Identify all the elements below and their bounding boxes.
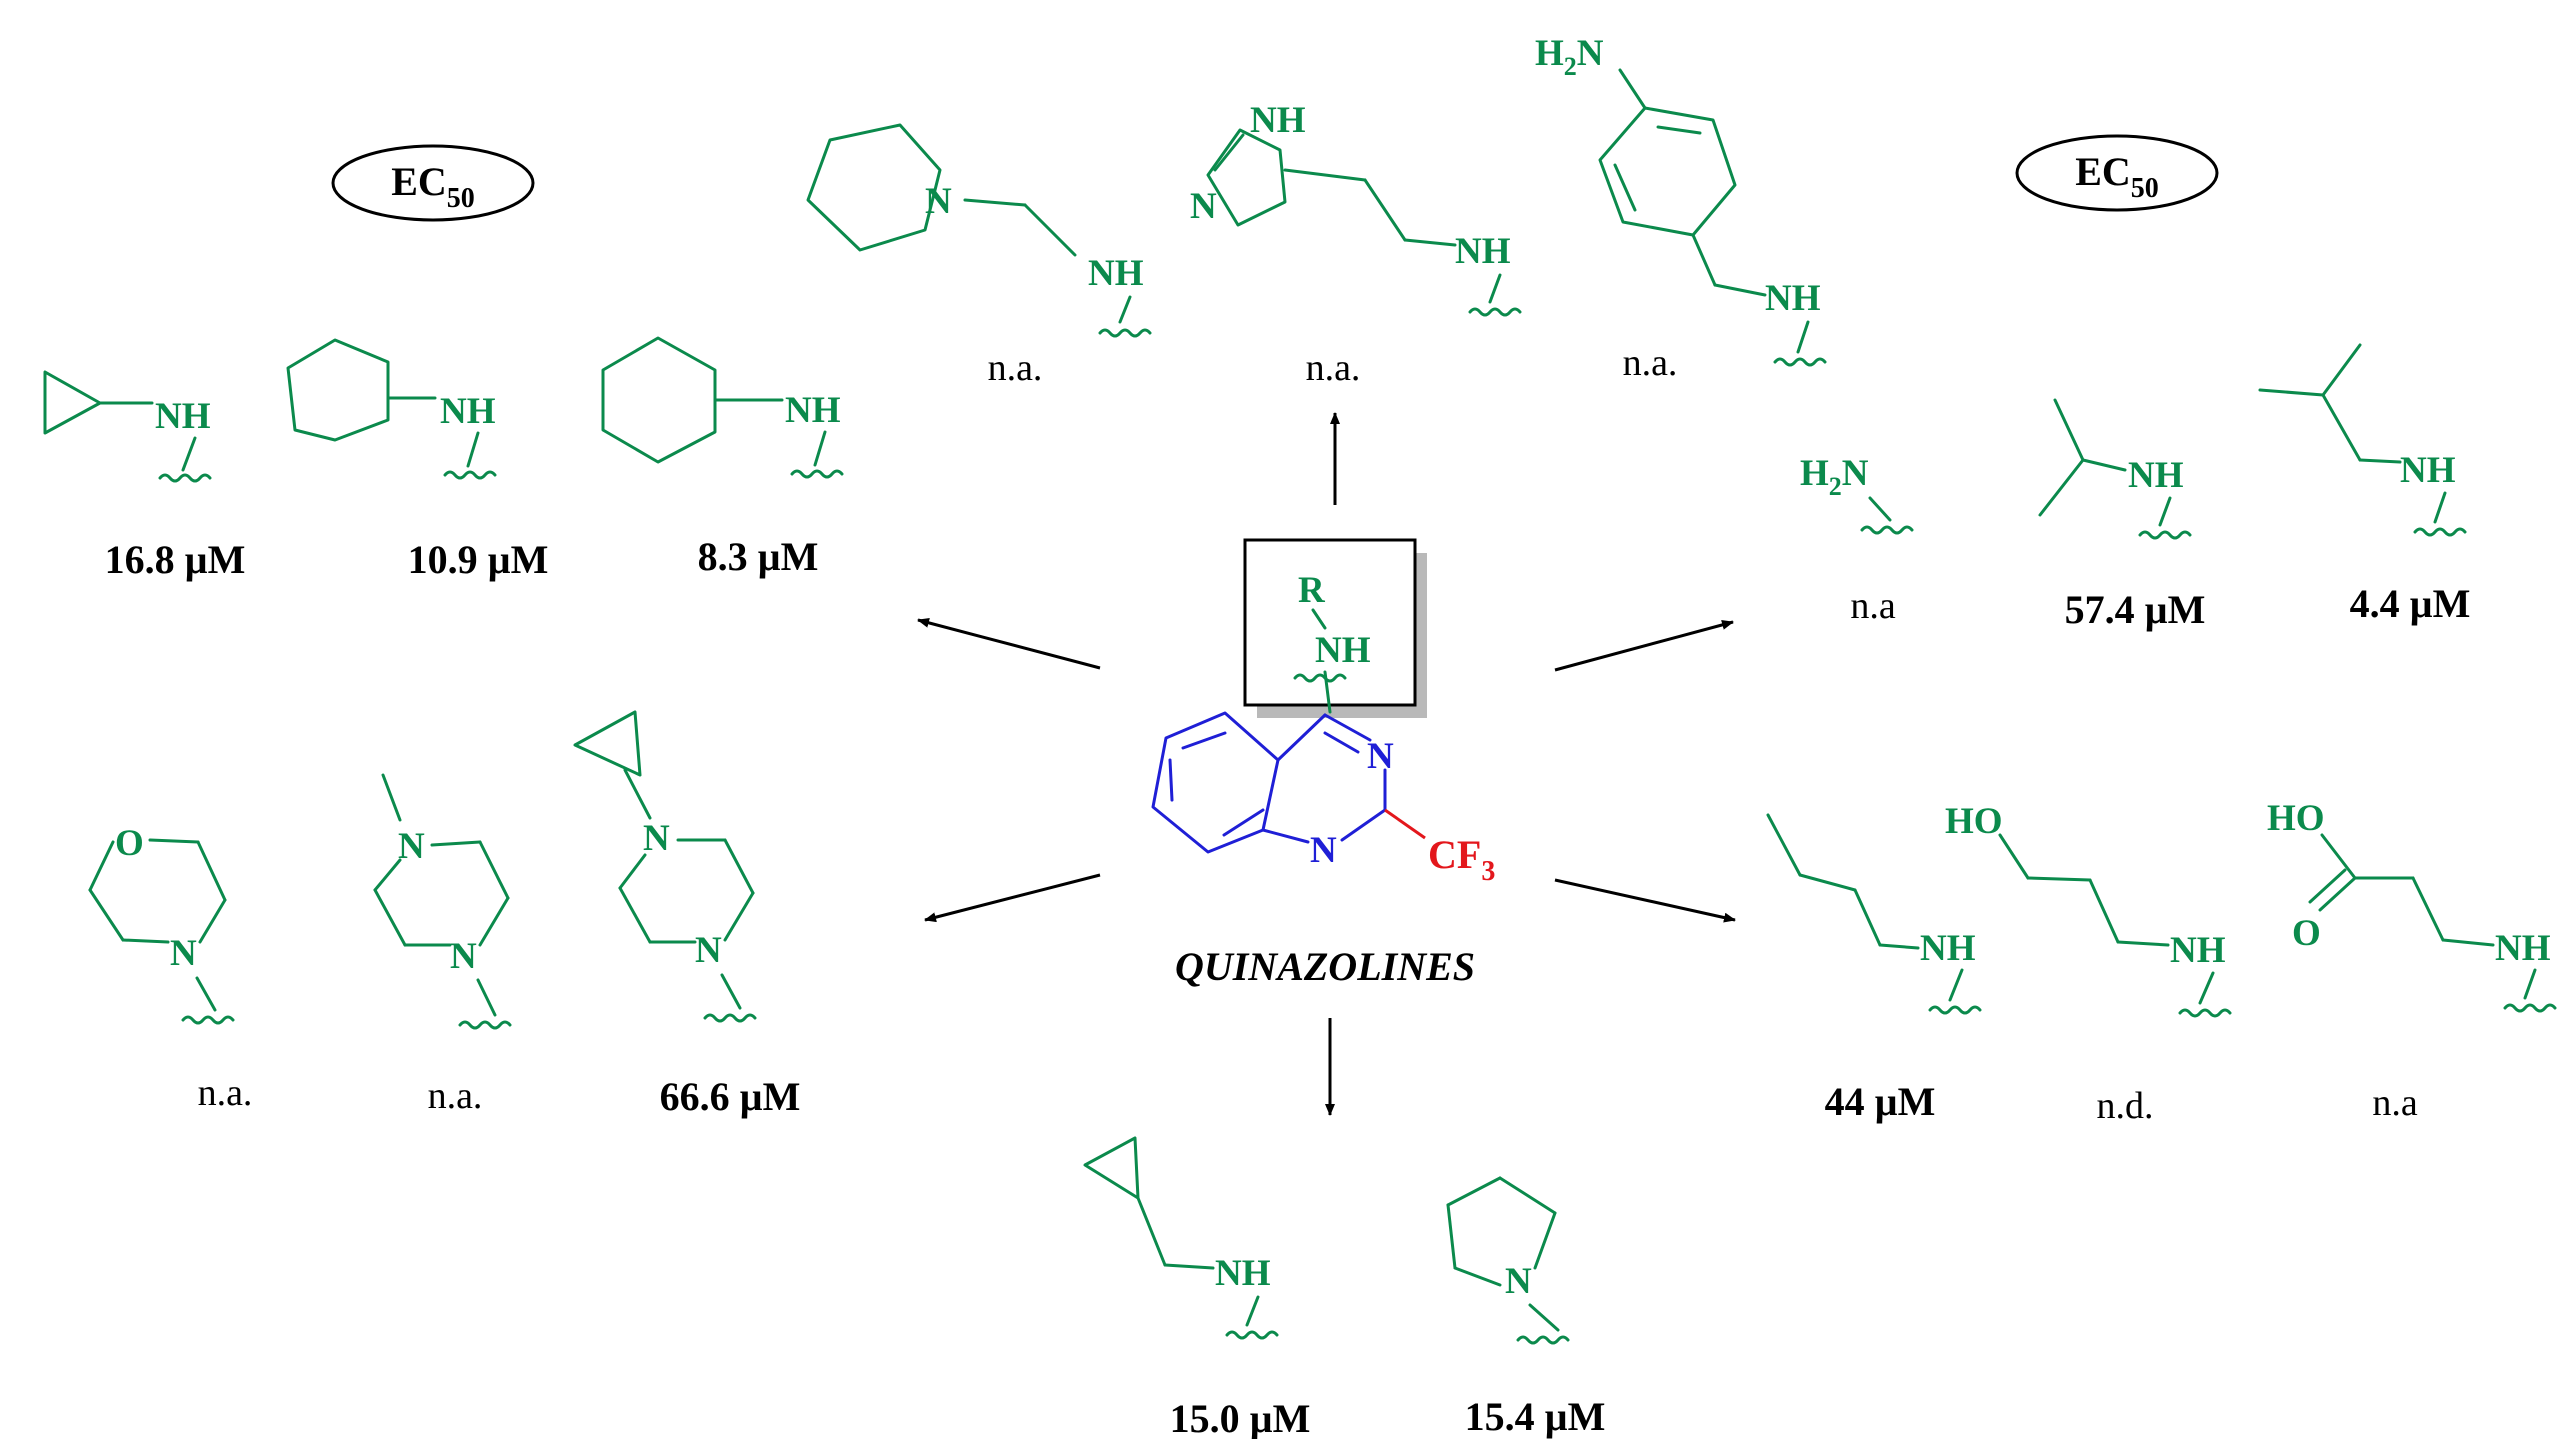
ec50-subscript: 50 — [2131, 173, 2159, 204]
atom-label: N — [1505, 1261, 1532, 1302]
activity-value: n.a — [1850, 585, 1896, 627]
substituent-carboxyethyl: HO O NH — [2267, 798, 2557, 1013]
atom-label: HO — [2267, 798, 2325, 839]
ec50-label: EC — [391, 159, 447, 204]
substituent-butyl: NH — [1766, 813, 1982, 1015]
atom-label: NH — [1215, 1253, 1271, 1294]
atom-label: NH — [2495, 928, 2551, 969]
substituent-morpholino: O N — [88, 823, 235, 1025]
substituent-aminobenzyl: H2N NH — [1535, 33, 1827, 367]
activity-value: n.a — [2372, 1082, 2418, 1124]
atom-label: NH — [785, 390, 841, 431]
atom-label: H2N — [1800, 453, 1869, 501]
ec50-legend-right: EC50 — [2015, 134, 2219, 212]
ec50-legend-left: EC50 — [331, 144, 535, 222]
substituent-cyclopentyl: NH — [286, 338, 497, 480]
ec50-value: 44 µM — [1825, 1079, 1936, 1124]
atom-label: NH — [1455, 231, 1511, 272]
atom-label: NH — [2170, 930, 2226, 971]
r-group-label: R — [1298, 570, 1326, 611]
ec50-value: 10.9 µM — [408, 537, 549, 582]
substituent-piperidinylethyl: N NH — [806, 123, 1152, 338]
activity-value: n.a. — [428, 1075, 483, 1117]
atom-label: N — [170, 933, 197, 974]
arrow-lower-left — [924, 873, 1101, 923]
ec50-value: 8.3 µM — [698, 534, 819, 579]
atom-label: HO — [1945, 801, 2003, 842]
atom-label: NH — [1920, 928, 1976, 969]
ec50-value: 57.4 µM — [2065, 587, 2206, 632]
atom-label: N — [1190, 186, 1217, 227]
core-n-bottom: N — [1310, 830, 1337, 871]
atom-label: N — [643, 818, 670, 859]
atom-label: O — [115, 823, 144, 864]
atom-label: NH — [2128, 455, 2184, 496]
substituent-methylpiperazinyl: N N — [373, 773, 512, 1030]
ec50-label: EC — [2075, 149, 2131, 194]
activity-value: n.a. — [1306, 347, 1361, 389]
cf3-label: CF3 — [1428, 832, 1495, 887]
quinazoline-core: R NH N N CF3 — [1151, 538, 1495, 887]
arrow-upper-right — [1554, 620, 1734, 672]
core-nh-label: NH — [1315, 630, 1371, 671]
atom-label: NH — [1765, 278, 1821, 319]
ec50-value: 16.8 µM — [105, 537, 246, 582]
atom-label: N — [398, 826, 425, 867]
substituent-cyclohexyl: NH — [601, 336, 844, 479]
substituent-box — [1243, 538, 1417, 707]
substituent-hydroxypropyl: HO NH — [1945, 801, 2232, 1018]
atom-label: NH — [1088, 253, 1144, 294]
atom-label: NH — [155, 396, 211, 437]
substituent-cyclopropylmethyl: NH — [1083, 1136, 1279, 1340]
atom-label: NH — [1250, 100, 1306, 141]
atom-label: N — [925, 181, 952, 222]
atom-label: H2N — [1535, 33, 1604, 81]
atom-label: NH — [2400, 450, 2456, 491]
activity-value: n.a. — [988, 347, 1043, 389]
svg-text:EC50: EC50 — [2075, 149, 2159, 204]
substituent-cyclopropylpiperazinyl: N N — [573, 710, 757, 1023]
atom-label: O — [2292, 913, 2321, 954]
activity-value: n.a. — [1623, 342, 1678, 384]
atom-label: NH — [440, 391, 496, 432]
atom-label: N — [695, 930, 722, 971]
scheme-title: QUINAZOLINES — [1175, 944, 1475, 989]
substituent-amino: H2N — [1800, 453, 1914, 535]
substituent-isopropyl: NH — [2038, 398, 2192, 540]
ec50-subscript: 50 — [447, 183, 475, 214]
substituent-pyrrolidinyl: N — [1446, 1176, 1570, 1345]
ec50-value: 4.4 µM — [2350, 581, 2471, 626]
atom-label: N — [450, 936, 477, 977]
activity-value: n.a. — [198, 1072, 253, 1114]
substituent-cyclopropyl: NH — [43, 370, 212, 483]
ec50-value: 15.0 µM — [1170, 1396, 1311, 1439]
core-n-top: N — [1367, 736, 1394, 777]
substituent-isobutyl: NH — [2258, 343, 2467, 537]
ec50-value: 15.4 µM — [1465, 1394, 1606, 1439]
arrow-lower-right — [1554, 878, 1736, 923]
arrow-upper-left — [917, 617, 1101, 670]
substituent-imidazolylethyl: NH N NH — [1190, 100, 1522, 317]
activity-value: n.d. — [2097, 1085, 2154, 1127]
svg-text:EC50: EC50 — [391, 159, 475, 214]
ec50-value: 66.6 µM — [660, 1074, 801, 1119]
arrows — [917, 412, 1736, 1116]
